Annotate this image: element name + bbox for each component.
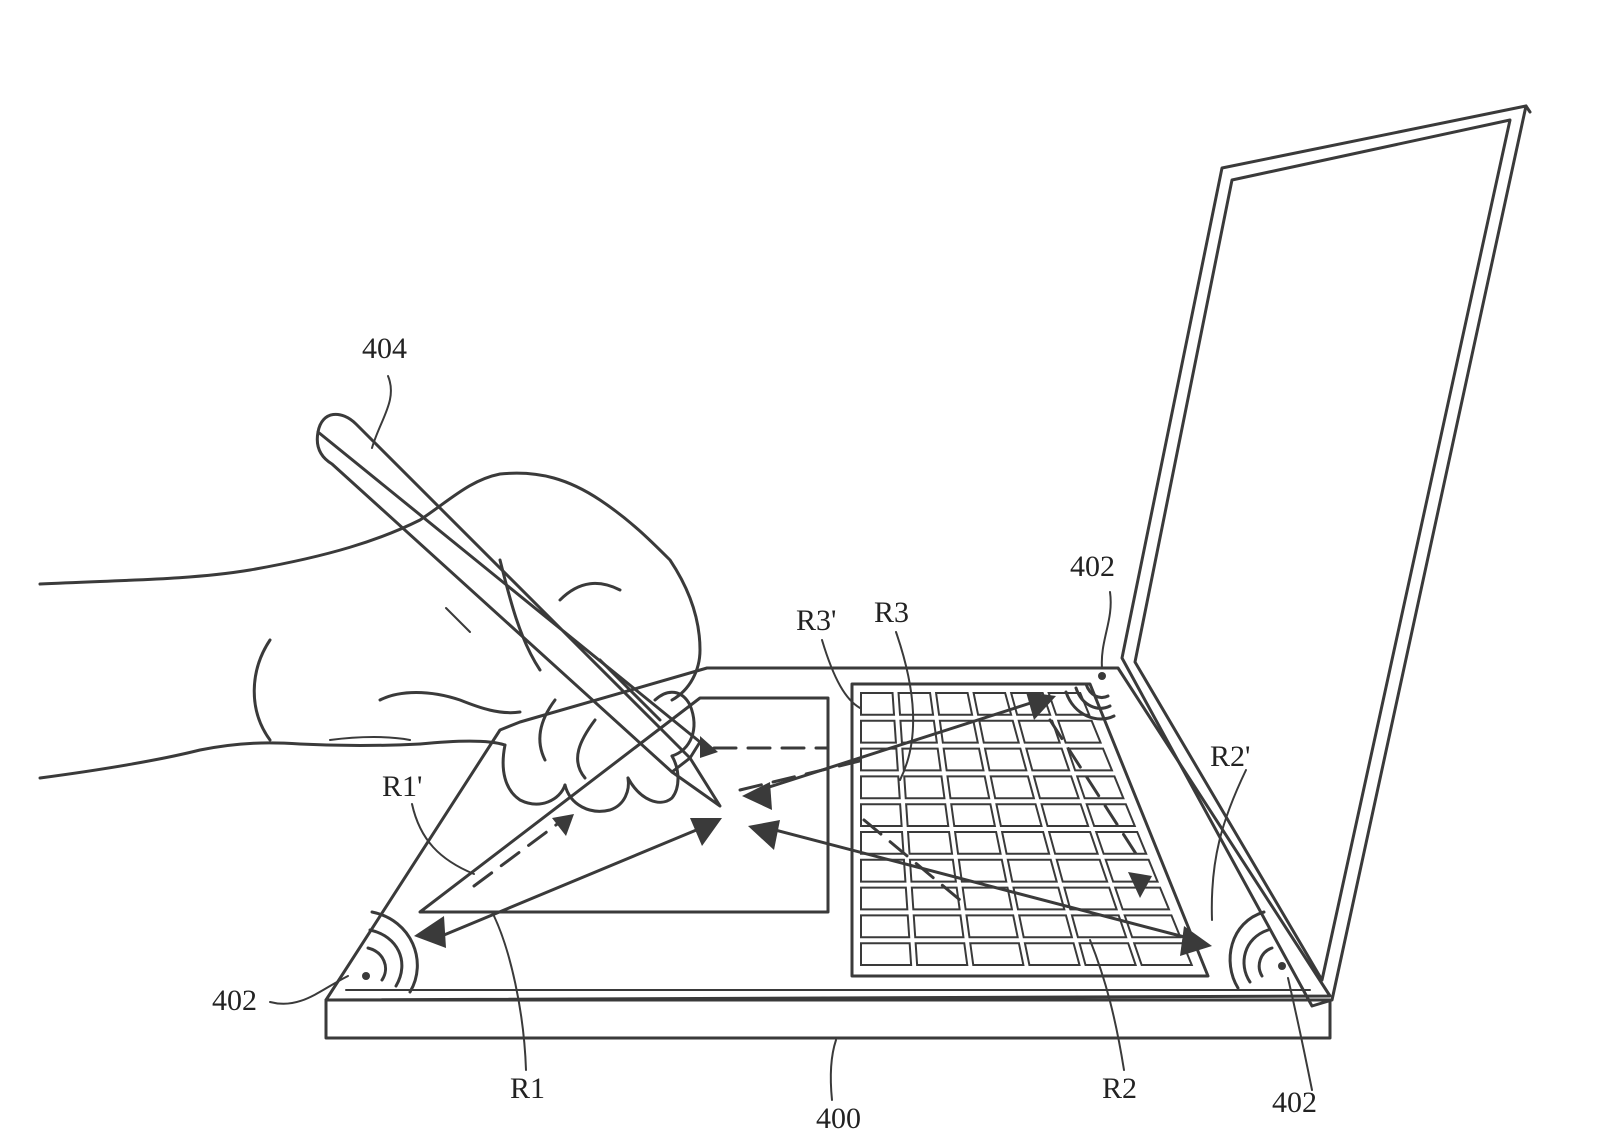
keyboard-key [953, 831, 1002, 855]
keyboard-key [942, 747, 985, 772]
keyboard-key [1047, 831, 1100, 855]
label-402-right: 402 [1272, 1086, 1317, 1119]
keyboard-keys [860, 692, 1194, 966]
keyboard-key [938, 719, 980, 744]
keyboard-key [1056, 719, 1103, 744]
label-400: 400 [816, 1102, 861, 1135]
reflected-paths [472, 718, 1142, 902]
keyboard-key [1094, 831, 1148, 855]
keyboard-key [1025, 747, 1071, 772]
transducer-right [1228, 910, 1286, 990]
keyboard-key [1055, 858, 1109, 883]
keyboard-key [901, 747, 942, 772]
keyboard-key [946, 775, 991, 800]
keyboard-key [1075, 775, 1125, 800]
label-r3-prime: R3' [796, 604, 836, 637]
keyboard-key [1032, 775, 1081, 800]
keyboard-key [903, 775, 946, 800]
keyboard [850, 682, 1210, 978]
label-r3: R3 [874, 596, 909, 629]
laptop-base [324, 666, 1332, 1040]
laptop-display [1120, 104, 1532, 1008]
stylus [315, 413, 722, 808]
keyboard-key [860, 886, 909, 911]
keyboard-key [1040, 803, 1090, 827]
keyboard-key [1017, 719, 1062, 744]
keyboard-key [860, 914, 911, 939]
keyboard-key [995, 803, 1043, 827]
keyboard-key [1132, 942, 1194, 966]
label-402-top: 402 [1070, 550, 1115, 583]
keyboard-key [914, 942, 969, 966]
label-404: 404 [362, 332, 407, 365]
label-r1: R1 [510, 1072, 545, 1105]
keyboard-key [860, 775, 901, 800]
keyboard-key [969, 942, 1025, 966]
keyboard-key [910, 886, 961, 911]
keyboard-key [934, 692, 974, 716]
keyboard-key [957, 858, 1008, 883]
keyboard-key [1078, 942, 1138, 966]
keyboard-key [1023, 942, 1081, 966]
keyboard-key [1063, 886, 1119, 911]
keyboard-key [860, 719, 897, 744]
keyboard-key [860, 692, 896, 716]
hand [38, 471, 702, 813]
direct-paths [430, 698, 1198, 942]
keyboard-key [1000, 831, 1051, 855]
keyboard-key [897, 692, 935, 716]
keyboard-key [906, 831, 954, 855]
transducer-left [362, 910, 419, 994]
keyboard-key [950, 803, 997, 827]
transducer-top [1064, 672, 1116, 721]
arrowheads [414, 692, 1212, 956]
keyboard-key [965, 914, 1019, 939]
keyboard-key [1006, 858, 1059, 883]
keyboard-key [905, 803, 950, 827]
keyboard-key [860, 803, 903, 827]
keyboard-key [1017, 914, 1074, 939]
label-r1-prime: R1' [382, 770, 422, 803]
keyboard-key [860, 942, 913, 966]
keyboard-key [860, 831, 905, 855]
keyboard-key [978, 719, 1021, 744]
keyboard-key [983, 747, 1028, 772]
trackpad [418, 696, 830, 914]
keyboard-key [972, 692, 1013, 716]
label-402-left: 402 [212, 984, 257, 1017]
keyboard-key [912, 914, 965, 939]
label-r2: R2 [1102, 1072, 1137, 1105]
leader-lines [269, 375, 1313, 1101]
keyboard-key [989, 775, 1036, 800]
label-r2-prime: R2' [1210, 740, 1250, 773]
